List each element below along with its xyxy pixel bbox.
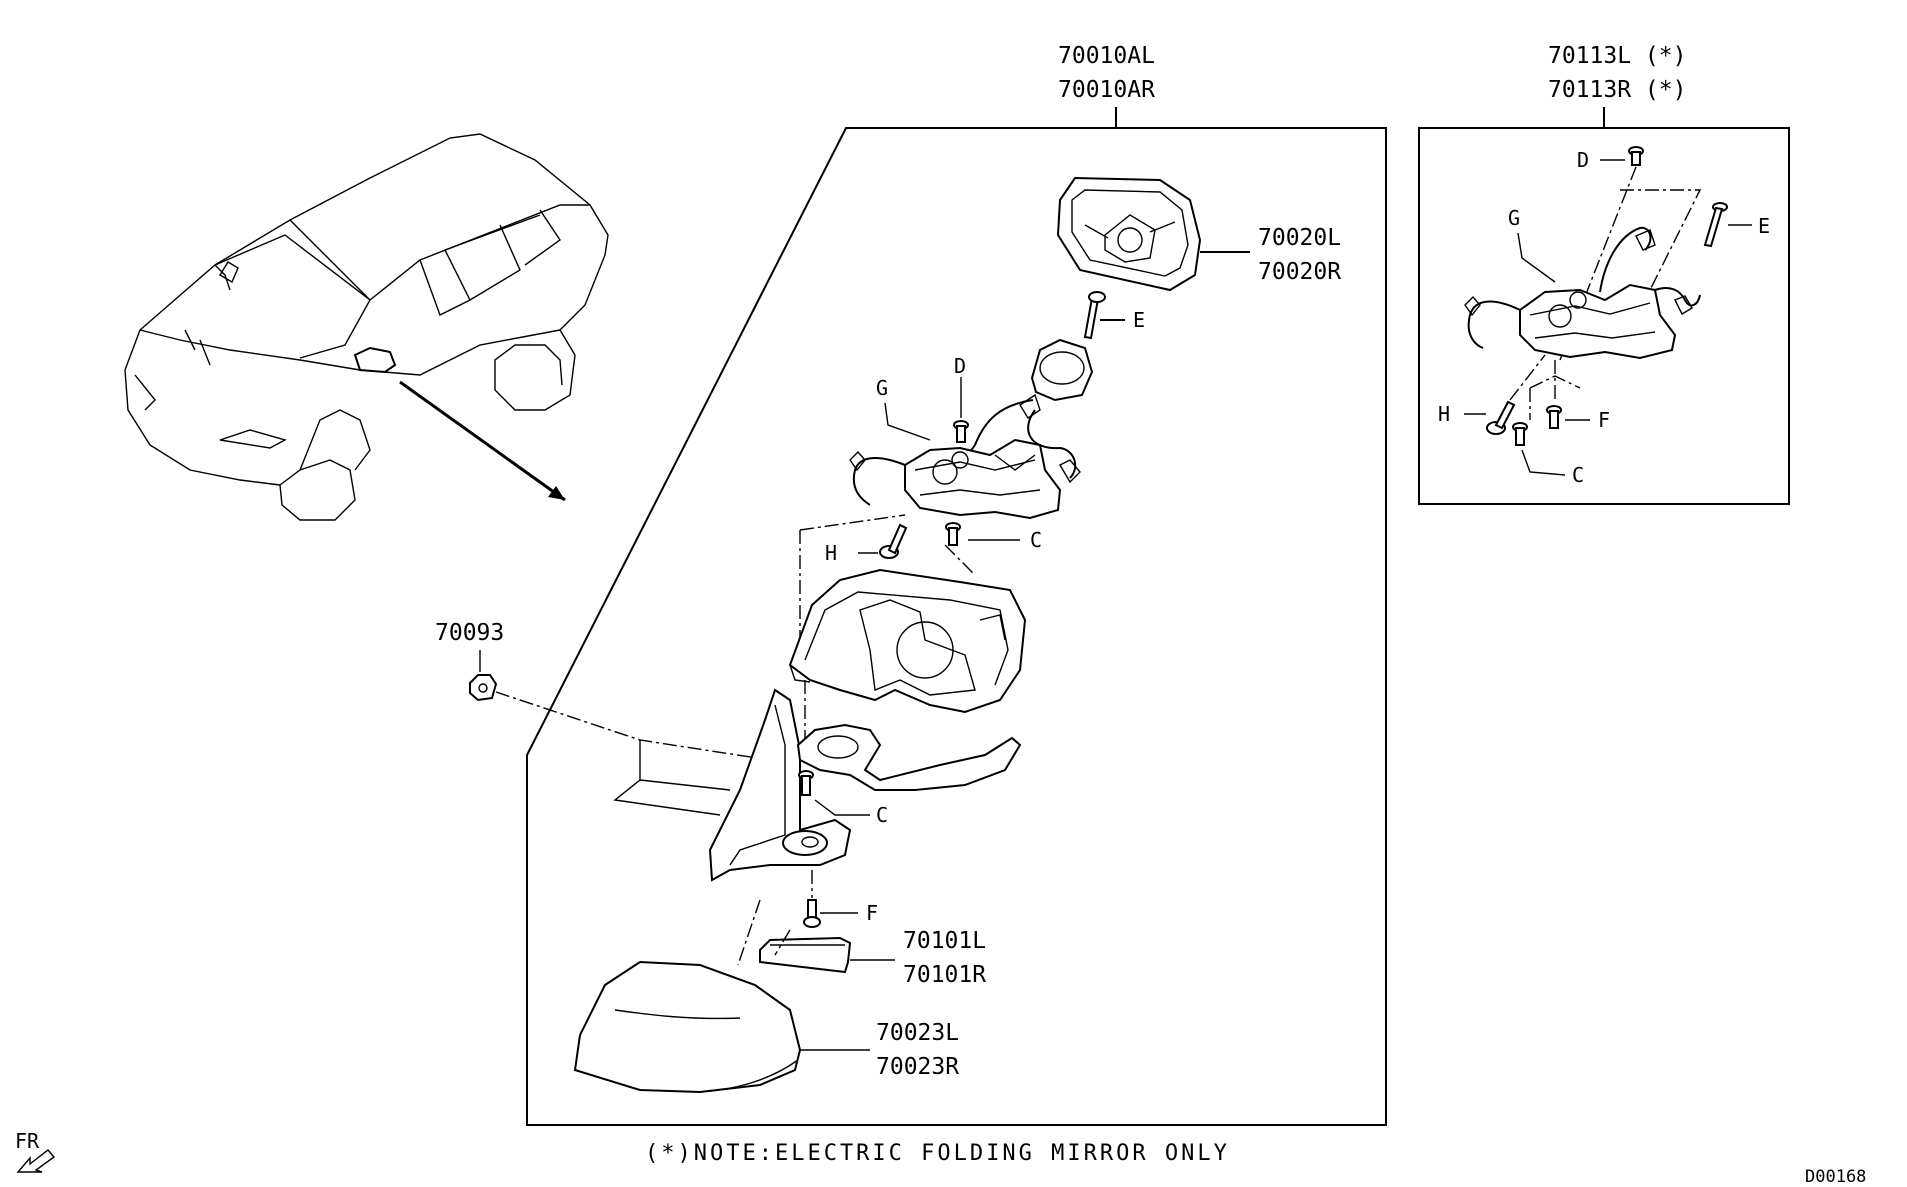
screw-d-side <box>1628 146 1644 166</box>
callout-70010ar: 70010AR <box>1058 77 1155 103</box>
actuator-side-part <box>1464 226 1701 360</box>
callout-70101r: 70101R <box>903 962 986 988</box>
screw-e-side <box>1703 202 1728 248</box>
screw-c-main-lower <box>798 770 814 796</box>
front-direction-label: FR <box>15 1129 40 1153</box>
front-arrow-icon <box>16 1149 56 1173</box>
vehicle-illustration <box>124 133 609 521</box>
mirror-glass-part <box>1056 176 1202 292</box>
fastener-d-label: D <box>954 354 966 378</box>
cap-70023-part <box>573 960 802 1094</box>
fastener-f-label: F <box>866 901 878 925</box>
screw-f-main <box>803 899 821 928</box>
fastener-f-side-label: F <box>1598 408 1610 432</box>
nut-70093-part <box>469 674 498 702</box>
screw-f-side <box>1546 405 1562 429</box>
callout-70010al: 70010AL <box>1058 43 1155 69</box>
callout-70023r: 70023R <box>876 1054 959 1080</box>
screw-c-main-upper <box>945 522 961 546</box>
screw-d-main <box>953 420 969 443</box>
screw-h-side <box>1486 400 1516 435</box>
cover-70101-part <box>759 936 852 974</box>
fastener-h-label: H <box>825 541 837 565</box>
fastener-h-side-label: H <box>1438 402 1450 426</box>
fastener-g-label: G <box>876 376 888 400</box>
callout-70020l: 70020L <box>1258 225 1341 251</box>
fastener-d-side-label: D <box>1577 148 1589 172</box>
mirror-base-part <box>708 688 852 882</box>
callout-70101l: 70101L <box>903 928 986 954</box>
screw-c-side <box>1512 422 1528 446</box>
fastener-g-side-label: G <box>1508 206 1520 230</box>
callout-70113l: 70113L (*) <box>1548 43 1686 69</box>
fastener-e-side-label: E <box>1758 214 1770 238</box>
mirror-housing-part <box>788 568 1027 714</box>
fastener-e-label: E <box>1133 308 1145 332</box>
actuator-bracket-part <box>849 438 1081 520</box>
drawing-code: D00168 <box>1805 1167 1866 1187</box>
main-assembly-frame <box>526 127 1387 1126</box>
callout-70093: 70093 <box>435 620 504 646</box>
callout-70113r: 70113R (*) <box>1548 77 1686 103</box>
mirror-base-bracket-part <box>796 723 1022 791</box>
callout-70023l: 70023L <box>876 1020 959 1046</box>
screw-e-main <box>1083 291 1106 340</box>
fastener-c-side-label: C <box>1572 463 1584 487</box>
fastener-c-label-upper: C <box>1030 528 1042 552</box>
fastener-c-label-lower: C <box>876 803 888 827</box>
callout-70020r: 70020R <box>1258 259 1341 285</box>
front-direction-indicator: FR <box>15 1129 56 1173</box>
motor-gear-part <box>939 338 1094 479</box>
screw-h-main <box>879 523 908 559</box>
footnote: (*)NOTE:ELECTRIC FOLDING MIRROR ONLY <box>645 1141 1230 1166</box>
